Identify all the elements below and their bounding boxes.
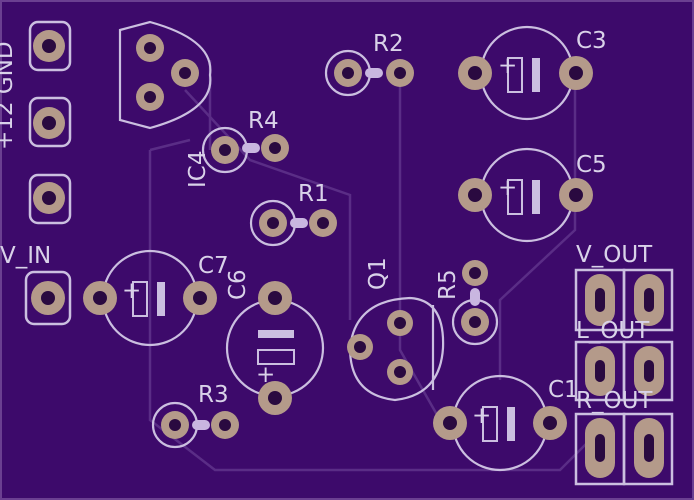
vin-connector: V_IN [0,243,72,326]
ic4-footprint: IC4 R4 [185,108,289,188]
c6-label: C6 [225,269,251,300]
r5-footprint: R5 [435,260,499,346]
c5-footprint: + C5 [458,147,607,243]
v-out-label: V_OUT [576,242,653,268]
r5-label: R5 [435,269,461,300]
r3-label: R3 [198,382,229,408]
svg-text:+: + [256,362,275,388]
l-out-label: L_OUT [576,318,650,344]
c5-label: C5 [576,152,607,178]
q1-label: Q1 [365,257,391,290]
r3-footprint: R3 [151,382,239,449]
q1-footprint: Q1 [347,257,445,402]
svg-text:+: + [122,278,141,304]
power-connector: +12 GND [0,20,72,225]
r1-label: R1 [298,181,329,207]
svg-text:+: + [498,175,517,201]
output-connectors: V_OUT L_OUT R_OUT [574,242,674,486]
c3-label: C3 [576,28,607,54]
r2-footprint: R2 [324,31,414,97]
r-out-label: R_OUT [576,388,653,414]
ic4-label: IC4 [185,151,211,188]
gnd-12-label: +12 GND [0,41,18,150]
r4-label: R4 [248,108,279,134]
c3-footprint: + C3 [458,25,607,121]
c1-label: C1 [548,377,579,403]
c7-footprint: + C7 [83,249,229,347]
svg-text:+: + [498,53,517,79]
r2-label: R2 [373,31,404,57]
vin-label: V_IN [0,243,51,269]
c7-label: C7 [198,253,229,279]
c1-footprint: + C1 [433,374,579,472]
c6-footprint: + C6 [225,269,325,415]
regulator-footprint [118,20,212,130]
r1-footprint: R1 [249,181,337,247]
svg-text:+: + [472,403,491,429]
